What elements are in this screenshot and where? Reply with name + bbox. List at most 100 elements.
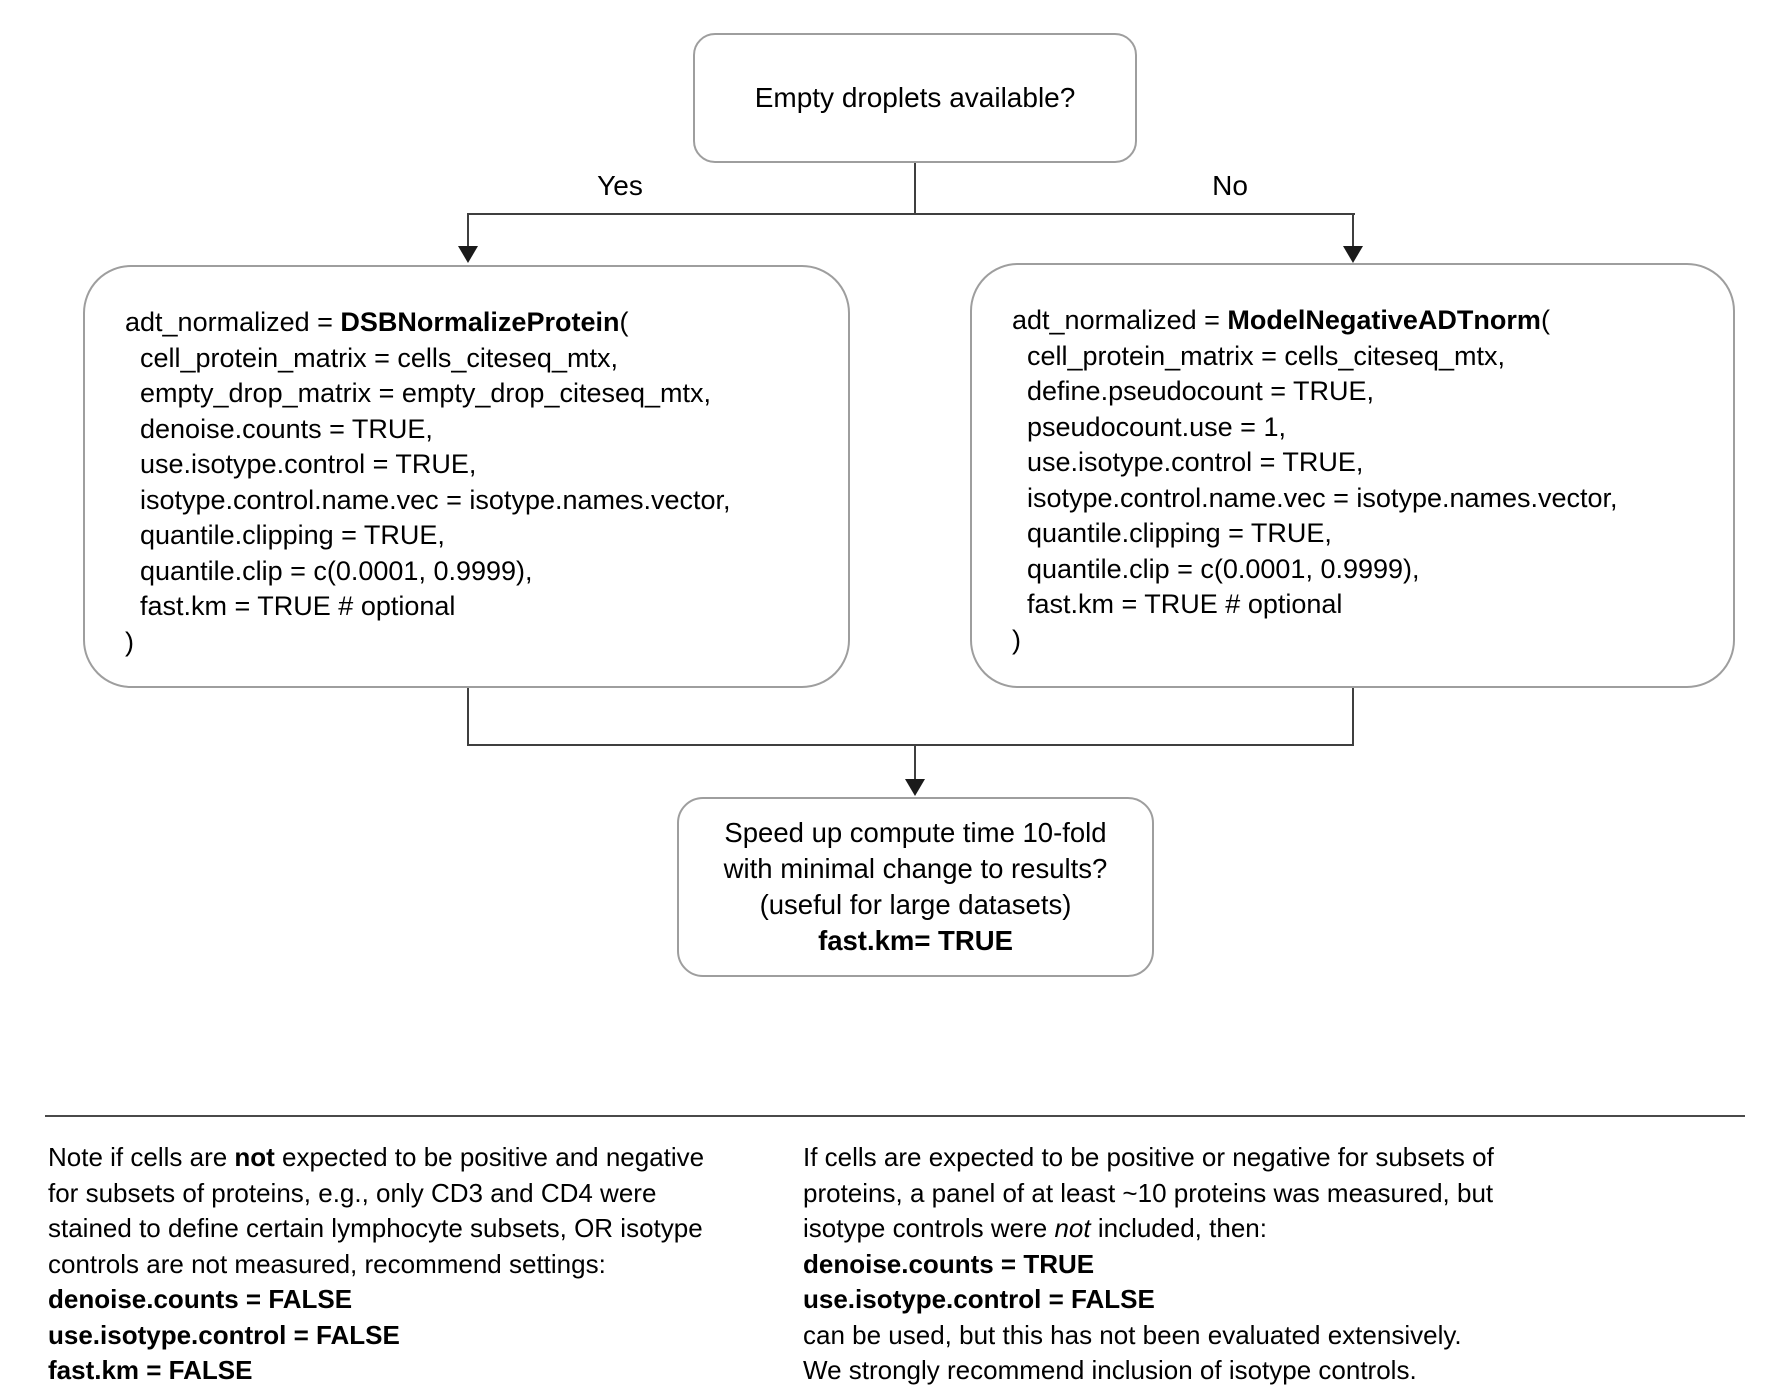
speedup-lines: Speed up compute time 10-fold with minima… <box>724 815 1108 959</box>
text-segment: cell_protein_matrix = cells_citeseq_mtx, <box>125 342 618 373</box>
text-segment: ) <box>125 626 134 657</box>
footnote-right: If cells are expected to be positive or … <box>803 1140 1563 1389</box>
connector-line-merge-horizontal <box>467 744 1354 746</box>
text-segment: denoise.counts = TRUE, <box>125 413 433 444</box>
arrowhead-down-icon <box>1343 246 1363 263</box>
connector-line-yes-drop <box>467 213 469 249</box>
text-line: use.isotype.control = TRUE, <box>125 447 828 483</box>
decision-box: Empty droplets available? <box>693 33 1137 163</box>
text-segment: define.pseudocount = TRUE, <box>1012 376 1374 406</box>
text-line: ) <box>125 625 828 661</box>
text-segment: controls are not measured, recommend set… <box>48 1248 606 1279</box>
text-line: can be used, but this has not been evalu… <box>803 1318 1563 1354</box>
connector-line-branch-horizontal <box>467 213 1355 215</box>
text-segment: Note if cells are <box>48 1142 235 1172</box>
text-line: Note if cells are not expected to be pos… <box>48 1140 768 1176</box>
text-line: stained to define certain lymphocyte sub… <box>48 1211 768 1247</box>
text-segment: denoise.counts = TRUE <box>803 1248 1095 1279</box>
text-segment: quantile.clipping = TRUE, <box>125 520 445 550</box>
text-segment: quantile.clip = c(0.0001, 0.9999), <box>125 555 533 586</box>
text-segment: expected to be positive and negative <box>274 1142 705 1172</box>
text-segment: ( <box>1540 305 1550 335</box>
footnote-divider <box>45 1115 1745 1117</box>
text-line: Speed up compute time 10-fold <box>724 815 1108 851</box>
text-line: fast.km = TRUE # optional <box>125 589 828 625</box>
connector-line-right-merge-stub <box>1352 688 1354 746</box>
text-segment: fast.km = FALSE <box>48 1355 253 1385</box>
text-segment: included, then: <box>1090 1213 1267 1243</box>
text-segment: use.isotype.control = TRUE, <box>125 449 477 479</box>
text-line: ) <box>1012 623 1713 659</box>
text-line: denoise.counts = FALSE <box>48 1282 768 1318</box>
text-segment: use.isotype.control = FALSE <box>803 1284 1155 1314</box>
text-segment: cell_protein_matrix = cells_citeseq_mtx, <box>1012 340 1505 371</box>
speedup-box: Speed up compute time 10-fold with minima… <box>677 797 1154 977</box>
text-segment: fast.km = TRUE # optional <box>1012 589 1343 619</box>
text-segment: for subsets of proteins, e.g., only CD3 … <box>48 1177 657 1208</box>
text-line: use.isotype.control = FALSE <box>48 1318 768 1354</box>
text-segment: empty_drop_matrix = empty_drop_citeseq_m… <box>125 378 712 408</box>
text-segment: fast.km= TRUE <box>818 925 1013 956</box>
text-segment: with minimal change to results? <box>723 853 1108 884</box>
text-line: isotype.control.name.vec = isotype.names… <box>1012 481 1713 517</box>
text-segment: denoise.counts = FALSE <box>48 1284 353 1314</box>
text-line: fast.km= TRUE <box>724 923 1108 959</box>
model-code-lines: adt_normalized = ModelNegativeADTnorm( c… <box>1012 303 1713 658</box>
text-line: with minimal change to results? <box>724 851 1108 887</box>
text-segment: stained to define certain lymphocyte sub… <box>48 1213 703 1243</box>
text-segment: adt_normalized = <box>1012 305 1228 335</box>
text-segment: pseudocount.use = 1, <box>1012 411 1286 442</box>
text-segment: (useful for large datasets) <box>759 889 1072 920</box>
text-segment: isotype.control.name.vec = isotype.names… <box>125 484 731 515</box>
text-line: quantile.clipping = TRUE, <box>1012 516 1713 552</box>
footnote-left: Note if cells are not expected to be pos… <box>48 1140 768 1389</box>
text-line: fast.km = TRUE # optional <box>1012 587 1713 623</box>
text-segment: not <box>1054 1213 1091 1243</box>
text-line: isotype controls were not included, then… <box>803 1211 1563 1247</box>
decision-label: Empty droplets available? <box>754 82 1076 113</box>
text-line: quantile.clipping = TRUE, <box>125 518 828 554</box>
text-line: quantile.clip = c(0.0001, 0.9999), <box>125 554 828 590</box>
connector-line-decision-stem <box>914 163 916 215</box>
text-segment: not <box>234 1142 275 1172</box>
connector-line-no-drop <box>1352 213 1354 249</box>
text-segment: ) <box>1012 624 1021 655</box>
text-line: cell_protein_matrix = cells_citeseq_mtx, <box>1012 339 1713 375</box>
text-line: pseudocount.use = 1, <box>1012 410 1713 446</box>
text-line: adt_normalized = DSBNormalizeProtein( <box>125 305 828 341</box>
text-segment: ( <box>619 307 629 337</box>
text-segment: adt_normalized = <box>125 307 341 337</box>
dsb-code-lines: adt_normalized = DSBNormalizeProtein( ce… <box>125 305 828 660</box>
text-segment: isotype.control.name.vec = isotype.names… <box>1012 482 1618 513</box>
text-line: define.pseudocount = TRUE, <box>1012 374 1713 410</box>
text-segment: use.isotype.control = TRUE, <box>1012 447 1364 477</box>
text-line: quantile.clip = c(0.0001, 0.9999), <box>1012 552 1713 588</box>
text-segment: proteins, a panel of at least ~10 protei… <box>803 1177 1494 1208</box>
connector-line-left-merge-stub <box>467 688 469 746</box>
arrowhead-down-icon <box>905 779 925 796</box>
text-line: denoise.counts = TRUE <box>803 1247 1563 1283</box>
no-branch-label: No <box>1212 170 1248 201</box>
text-line: use.isotype.control = FALSE <box>803 1282 1563 1318</box>
text-line: denoise.counts = TRUE, <box>125 412 828 448</box>
text-segment: isotype controls were <box>803 1213 1055 1243</box>
text-line: controls are not measured, recommend set… <box>48 1247 768 1283</box>
arrowhead-down-icon <box>458 246 478 263</box>
text-segment: use.isotype.control = FALSE <box>48 1319 400 1350</box>
text-segment: ModelNegativeADTnorm <box>1227 305 1541 335</box>
text-line: use.isotype.control = TRUE, <box>1012 445 1713 481</box>
yes-branch-label: Yes <box>597 170 643 201</box>
dsb-normalize-box: adt_normalized = DSBNormalizeProtein( ce… <box>83 265 850 688</box>
text-line: fast.km = FALSE <box>48 1353 768 1389</box>
text-line: cell_protein_matrix = cells_citeseq_mtx, <box>125 341 828 377</box>
connector-line-speedup-stem <box>914 744 916 781</box>
text-segment: fast.km = TRUE # optional <box>125 591 456 621</box>
text-line: isotype.control.name.vec = isotype.names… <box>125 483 828 519</box>
text-segment: quantile.clipping = TRUE, <box>1012 518 1332 548</box>
text-line: If cells are expected to be positive or … <box>803 1140 1563 1176</box>
text-segment: We strongly recommend inclusion of isoty… <box>803 1355 1417 1385</box>
text-segment: can be used, but this has not been evalu… <box>803 1319 1462 1350</box>
text-line: We strongly recommend inclusion of isoty… <box>803 1353 1563 1389</box>
text-segment: Speed up compute time 10-fold <box>724 817 1107 848</box>
